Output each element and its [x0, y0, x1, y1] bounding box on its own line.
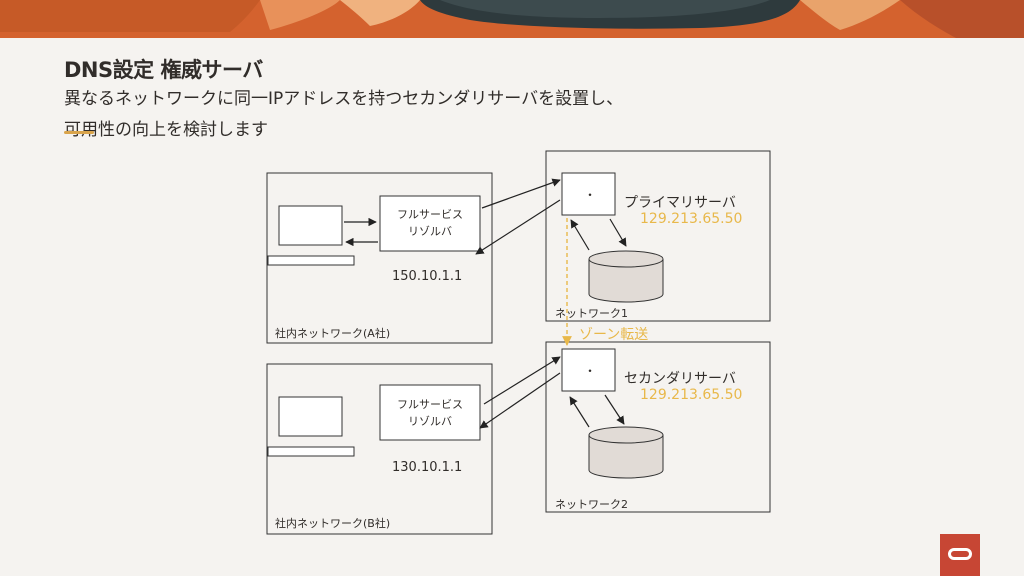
secondary-to-resolver-b-arrow	[479, 372, 561, 429]
secondary-db-to-server-arrow	[569, 396, 590, 428]
company-a-network-box	[266, 172, 493, 344]
oracle-logo-icon	[940, 534, 980, 576]
decorative-banner	[0, 0, 1024, 40]
subtitle-line-1: 異なるネットワークに同一IPアドレスを持つセカンダリサーバを設置し、	[64, 89, 624, 109]
network2-box	[545, 341, 771, 513]
secondary-database-icon	[588, 426, 664, 479]
primary-to-resolver-a-arrow	[475, 199, 561, 255]
company-b-network-label: 社内ネットワーク(B社)	[275, 517, 391, 530]
primary-server-to-db-arrow	[609, 218, 627, 247]
primary-server-ip: 129.213.65.50	[640, 211, 743, 227]
secondary-server-box	[561, 348, 616, 392]
secondary-server-mark: ・	[584, 364, 597, 378]
subtitle-line-2: 可用性の向上を検討します	[64, 120, 268, 140]
company-b-network-box	[266, 363, 493, 535]
network1-label: ネットワーク1	[555, 307, 628, 320]
company-a-resolver-label: フルサービス リゾルバ	[380, 206, 480, 240]
secondary-server-ip: 129.213.65.50	[640, 387, 743, 403]
primary-server-name: プライマリサーバ	[624, 195, 736, 211]
company-b-resolver-label: フルサービス リゾルバ	[380, 396, 480, 430]
company-b-resolver-label-line1: フルサービス	[397, 398, 463, 411]
company-a-resolver-label-line2: リゾルバ	[408, 225, 452, 238]
zone-transfer-label: ゾーン転送	[579, 327, 649, 343]
company-a-resolver-ip: 150.10.1.1	[392, 269, 463, 284]
title-accent-underline	[64, 131, 94, 134]
slide-title: DNS設定 権威サーバ	[64, 58, 263, 82]
company-a-network-label: 社内ネットワーク(A社)	[275, 327, 391, 340]
company-a-resolver-box	[379, 195, 481, 252]
secondary-server-name: セカンダリサーバ	[624, 371, 736, 387]
resolver-b-to-secondary-arrow	[483, 356, 561, 405]
company-b-client-keyboard	[267, 446, 355, 457]
company-b-client-monitor	[278, 396, 343, 437]
company-a-client-keyboard	[267, 255, 355, 266]
company-b-resolver-ip: 130.10.1.1	[392, 460, 463, 475]
primary-database-icon	[588, 250, 664, 303]
network2-label: ネットワーク2	[555, 498, 628, 511]
slide-subtitle: 異なるネットワークに同一IPアドレスを持つセカンダリサーバを設置し、 可用性の向…	[64, 84, 784, 146]
primary-server-box	[561, 172, 616, 216]
primary-db-to-server-arrow	[570, 219, 590, 251]
secondary-server-to-db-arrow	[604, 394, 625, 425]
company-a-client-monitor	[278, 205, 343, 246]
company-a-resolver-label-line1: フルサービス	[397, 208, 463, 221]
network1-box	[545, 150, 771, 322]
primary-server-mark: ・	[584, 188, 597, 202]
company-b-resolver-label-line2: リゾルバ	[408, 415, 452, 428]
company-b-resolver-box	[379, 384, 481, 441]
resolver-a-to-primary-arrow	[481, 178, 561, 209]
